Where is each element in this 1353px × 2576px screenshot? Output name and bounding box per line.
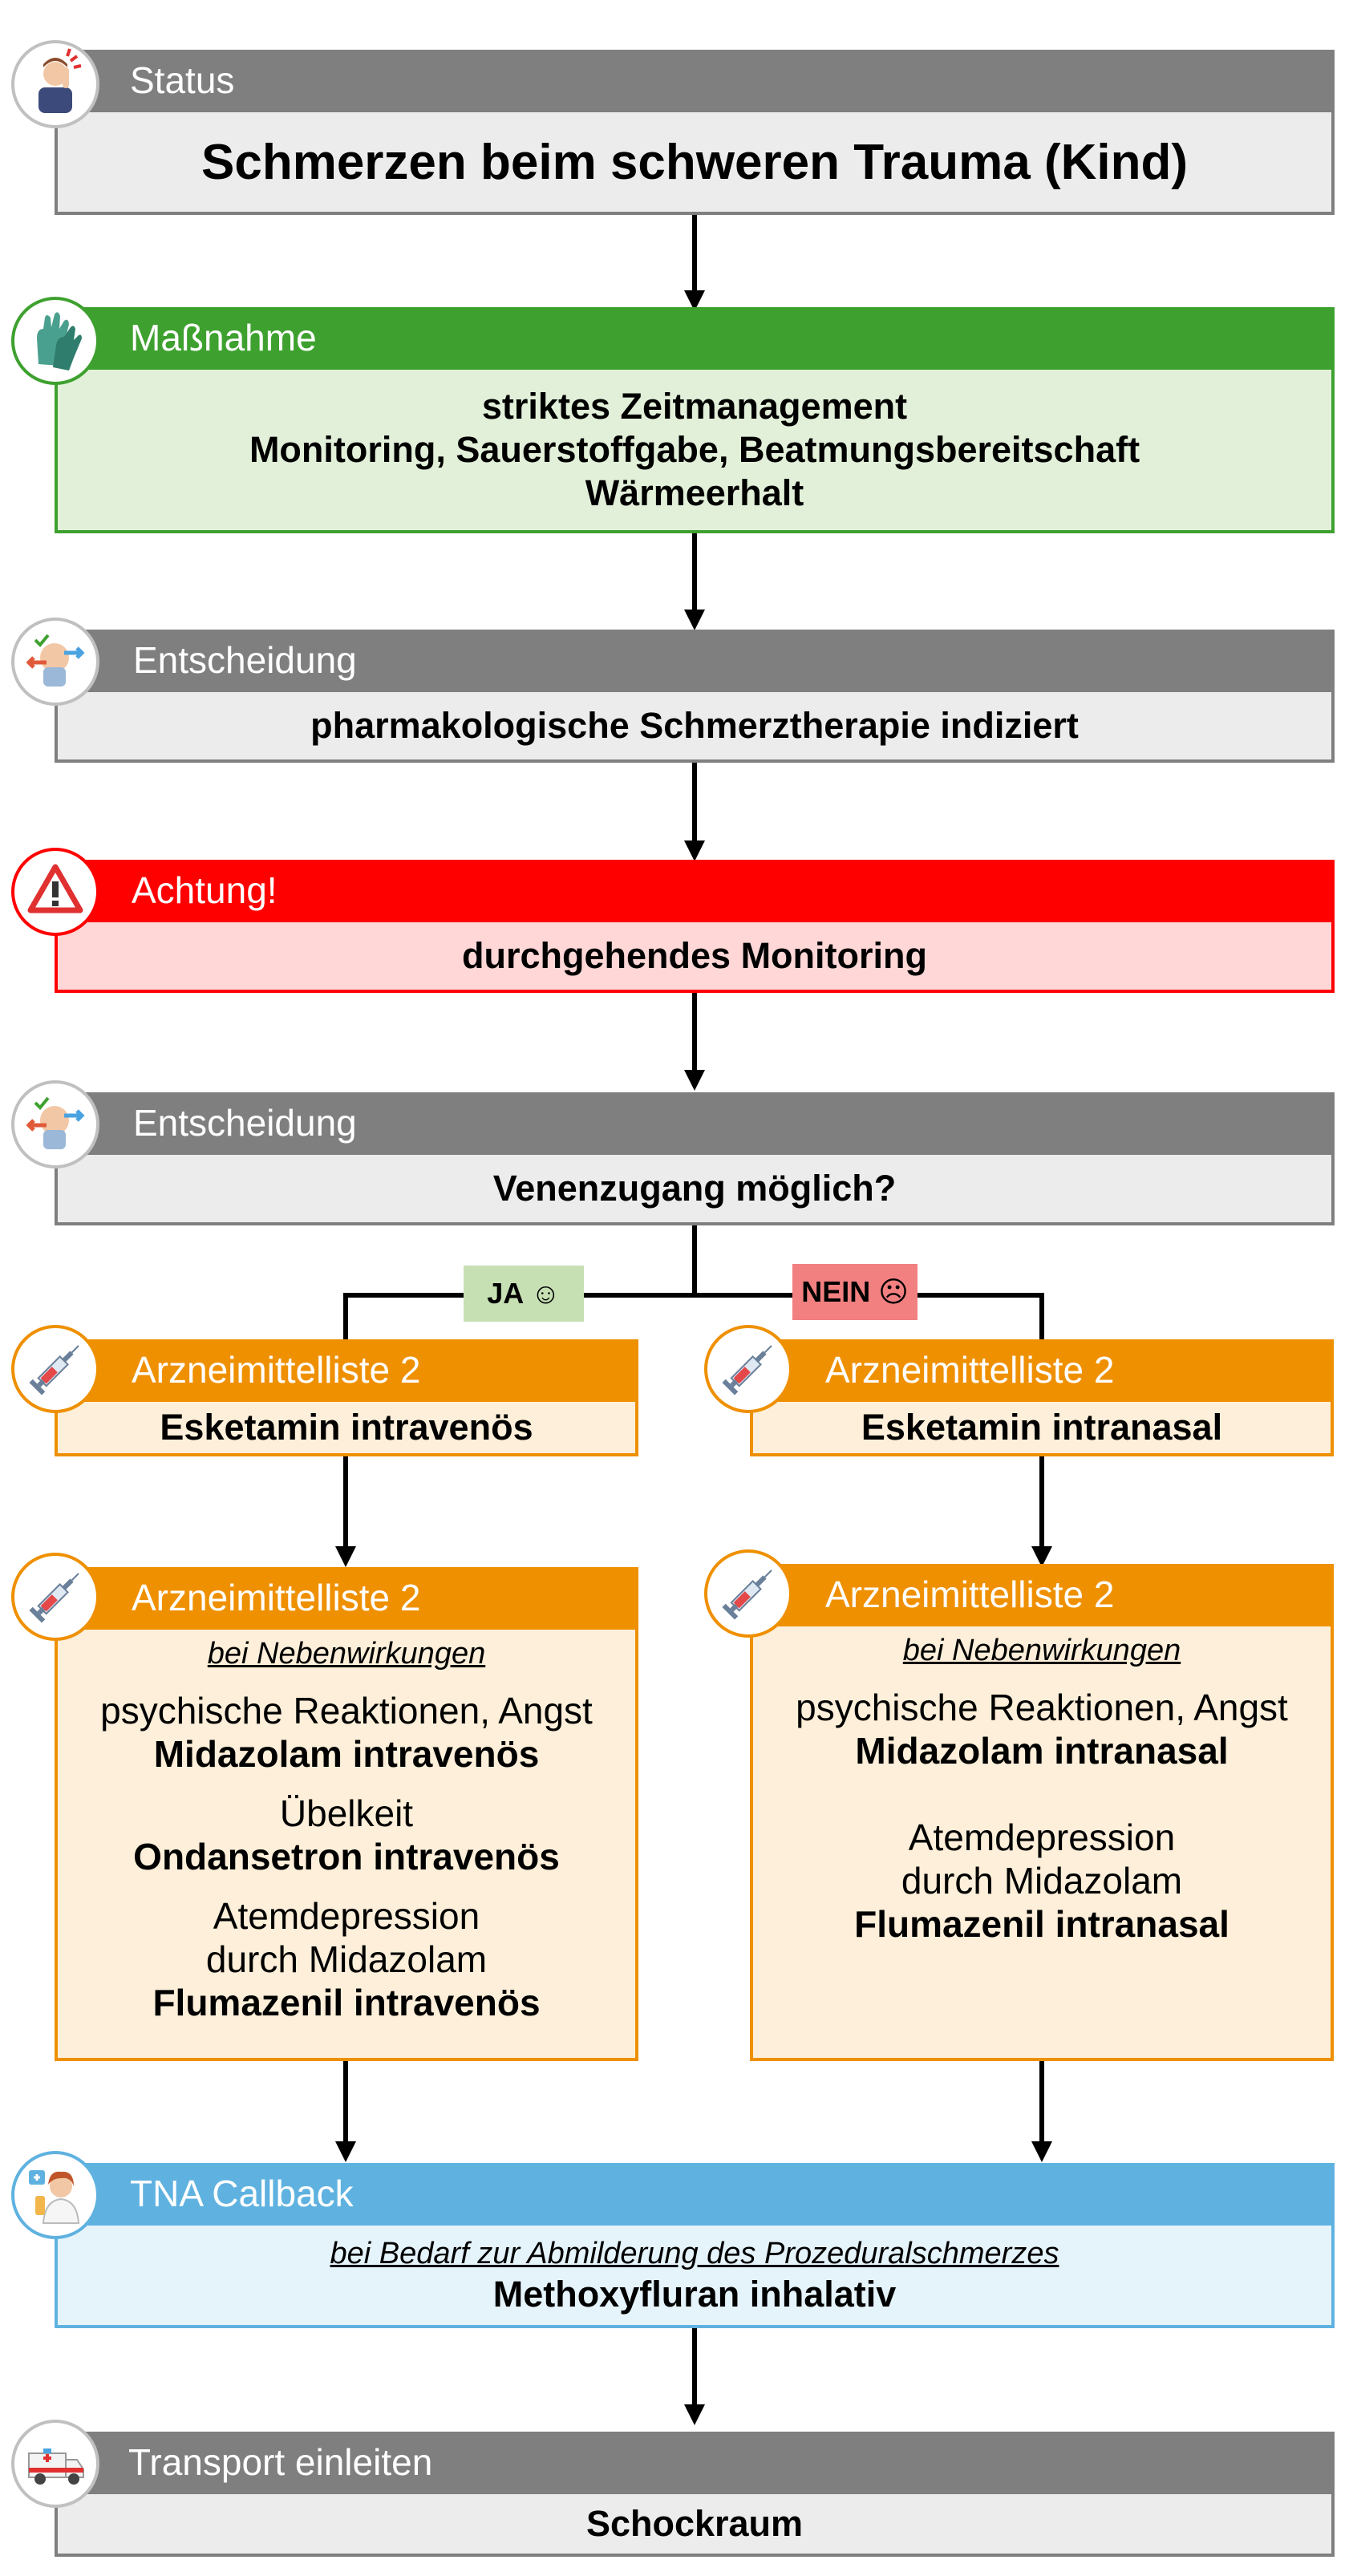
decision1-label: Entscheidung — [133, 639, 357, 681]
right-drug-3: Flumazenil intranasal — [854, 1903, 1229, 1945]
right-reaction-1: psychische Reaktionen, Angst — [796, 1687, 1288, 1728]
left-drug-header: Arzneimittelliste 2 — [55, 1339, 638, 1400]
decision1-text: pharmakologische Schmerztherapie indizie… — [310, 705, 1079, 746]
status-title: Schmerzen beim schweren Trauma (Kind) — [201, 134, 1188, 190]
tna-header: TNA Callback — [55, 2163, 1335, 2224]
syringe-icon — [704, 1549, 792, 1638]
left-side-label: Arzneimittelliste 2 — [132, 1577, 421, 1618]
warning-label: Achtung! — [132, 869, 277, 911]
warning-box: durchgehendes Monitoring — [55, 919, 1335, 993]
right-reaction-3b: durch Midazolam — [901, 1860, 1183, 1902]
left-side-box: bei Nebenwirkungen psychische Reaktionen… — [55, 1626, 638, 2061]
measure-header: Maßnahme — [55, 307, 1335, 368]
decision-arrows-icon — [11, 1080, 99, 1169]
right-drug-label: Arzneimittelliste 2 — [825, 1349, 1115, 1391]
left-drug-2: Ondansetron intravenös — [133, 1836, 560, 1877]
right-side-box: bei Nebenwirkungen psychische Reaktionen… — [750, 1623, 1334, 2061]
left-reaction-3b: durch Midazolam — [205, 1938, 488, 1980]
right-side-note: bei Nebenwirkungen — [902, 1634, 1181, 1667]
tna-text: Methoxyfluran inhalativ — [492, 2274, 897, 2315]
measure-box: striktes Zeitmanagement Monitoring, Saue… — [55, 367, 1335, 533]
status-box: Schmerzen beim schweren Trauma (Kind) — [55, 109, 1335, 215]
decision1-header: Entscheidung — [55, 630, 1335, 691]
measure-line-2: Monitoring, Sauerstoffgabe, Beatmungsber… — [249, 429, 1140, 470]
ambulance-icon — [11, 2420, 99, 2508]
doctor-icon — [11, 2151, 99, 2239]
yes-label: JA ☺ — [487, 1277, 561, 1310]
right-side-label: Arzneimittelliste 2 — [825, 1574, 1115, 1615]
syringe-icon — [704, 1325, 792, 1413]
decision-arrows-icon — [11, 618, 99, 706]
right-reaction-3a: Atemdepression — [908, 1817, 1176, 1858]
right-drug-box: Esketamin intranasal — [750, 1399, 1334, 1456]
syringe-icon — [11, 1553, 99, 1641]
tna-label: TNA Callback — [130, 2173, 354, 2214]
warning-header: Achtung! — [55, 860, 1335, 921]
decision1-box: pharmakologische Schmerztherapie indizie… — [55, 689, 1335, 763]
no-label: NEIN ☹ — [801, 1275, 909, 1308]
yes-tag: JA ☺ — [464, 1266, 584, 1322]
decision2-box: Venenzugang möglich? — [55, 1152, 1335, 1225]
left-drug-box: Esketamin intravenös — [55, 1399, 638, 1456]
decision2-text: Venenzugang möglich? — [492, 1168, 897, 1209]
left-reaction-1: psychische Reaktionen, Angst — [100, 1690, 593, 1732]
left-drug-1: Midazolam intravenös — [153, 1733, 540, 1775]
left-reaction-3a: Atemdepression — [213, 1895, 480, 1937]
status-header: Status — [55, 50, 1335, 111]
left-drug-label: Arzneimittelliste 2 — [132, 1349, 421, 1391]
right-drug-text: Esketamin intranasal — [861, 1407, 1223, 1448]
transport-text: Schockraum — [585, 2503, 804, 2544]
transport-box: Schockraum — [55, 2491, 1335, 2557]
left-reaction-2: Übelkeit — [279, 1792, 414, 1834]
measure-label: Maßnahme — [130, 317, 317, 358]
decision2-header: Entscheidung — [55, 1092, 1335, 1153]
left-drug-3: Flumazenil intravenös — [152, 1982, 541, 2023]
person-headache-icon — [11, 40, 99, 128]
left-side-note: bei Nebenwirkungen — [207, 1637, 486, 1671]
tna-box: bei Bedarf zur Abmilderung des Prozedura… — [55, 2222, 1335, 2328]
transport-label: Transport einleiten — [128, 2441, 433, 2483]
syringe-icon — [11, 1325, 99, 1413]
decision2-label: Entscheidung — [133, 1102, 357, 1144]
gloves-icon — [11, 297, 99, 385]
right-drug-1: Midazolam intranasal — [855, 1730, 1229, 1772]
tna-note: bei Bedarf zur Abmilderung des Prozedura… — [330, 2237, 1059, 2270]
left-side-header: Arzneimittelliste 2 — [55, 1567, 638, 1628]
transport-header: Transport einleiten — [55, 2432, 1335, 2493]
measure-line-3: Wärmeerhalt — [585, 472, 804, 513]
status-label: Status — [130, 59, 235, 101]
right-side-header: Arzneimittelliste 2 — [750, 1564, 1334, 1625]
left-drug-text: Esketamin intravenös — [160, 1407, 533, 1448]
right-drug-header: Arzneimittelliste 2 — [750, 1339, 1334, 1400]
no-tag: NEIN ☹ — [792, 1264, 918, 1320]
warning-triangle-icon — [11, 848, 99, 936]
warning-text: durchgehendes Monitoring — [462, 935, 927, 976]
measure-line-1: striktes Zeitmanagement — [481, 386, 908, 427]
